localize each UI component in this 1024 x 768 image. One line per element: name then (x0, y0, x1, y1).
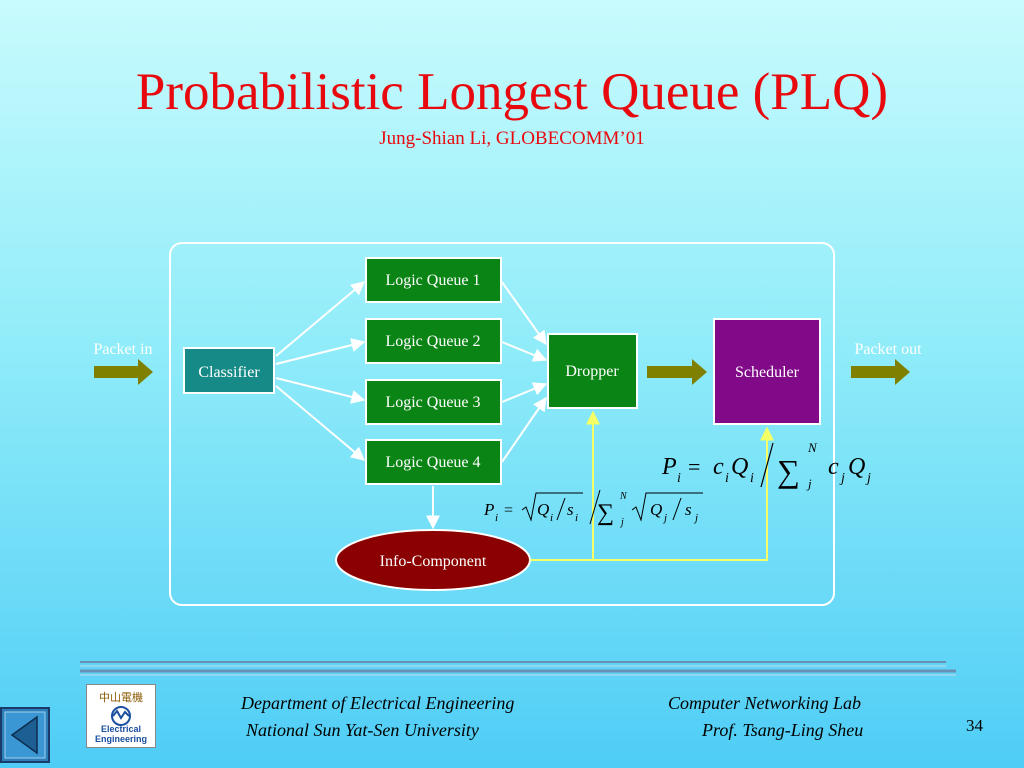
svg-text:j: j (662, 512, 667, 524)
svg-text:i: i (575, 512, 578, 524)
svg-text:=: = (688, 454, 700, 479)
info-component-label: Info-Component (380, 553, 487, 570)
packet-out-arrow (851, 359, 910, 385)
footer-lab: Computer Networking Lab (668, 693, 862, 713)
svg-text:=: = (504, 502, 513, 519)
svg-text:∑: ∑ (597, 500, 614, 526)
scheduler-box (713, 318, 821, 425)
svg-text:s: s (685, 500, 692, 519)
svg-text:i: i (725, 471, 729, 486)
dropper-label: Dropper (565, 363, 619, 380)
left-arrow-icon (10, 715, 38, 755)
svg-text:j: j (839, 471, 845, 486)
svg-text:j: j (693, 512, 698, 524)
svg-text:Q: Q (537, 500, 549, 519)
electrical-engineering-logo: 中山電機 Electrical Engineering (86, 684, 156, 748)
svg-text:Q: Q (650, 500, 662, 519)
previous-slide-button[interactable] (0, 707, 50, 768)
olive-arrows (94, 359, 910, 385)
classifier-label: Classifier (198, 364, 260, 381)
logic-queue-2-box (365, 318, 502, 364)
logic-queue-4-box (365, 439, 502, 485)
feedback-lines (530, 410, 774, 561)
packet-in-label: Packet in (93, 341, 152, 358)
svg-text:Engineering: Engineering (95, 734, 147, 744)
slide-subtitle: Jung-Shian Li, GLOBECOMM’01 (379, 128, 645, 149)
logic-queue-1-box (365, 257, 502, 303)
slide-title: Probabilistic Longest Queue (PLQ) (135, 63, 889, 121)
packet-in-arrow (94, 359, 153, 385)
footer-separator (80, 661, 956, 676)
classifier-box (183, 347, 275, 394)
classifier-to-queue-arrows (275, 281, 366, 461)
svg-text:j: j (619, 517, 624, 528)
svg-text:Electrical: Electrical (101, 724, 141, 734)
svg-text:Q: Q (731, 454, 748, 480)
svg-text:c: c (713, 454, 724, 480)
logic-queue-3-label: Logic Queue 3 (385, 394, 480, 411)
logic-queue-3-box (365, 379, 502, 425)
svg-text:s: s (567, 500, 574, 519)
page-number: 34 (966, 716, 983, 735)
svg-text:P: P (661, 454, 677, 480)
svg-text:i: i (677, 471, 681, 486)
svg-text:c: c (828, 454, 839, 480)
dropper-formula: P i = Q i s i ∑ N j Q j s j (483, 489, 703, 528)
svg-text:P: P (483, 500, 494, 519)
logic-queue-2-label: Logic Queue 2 (385, 333, 480, 350)
svg-text:N: N (619, 491, 628, 502)
svg-text:∑: ∑ (777, 453, 800, 489)
dropper-to-scheduler-arrow (647, 359, 707, 385)
svg-text:中山電機: 中山電機 (99, 690, 143, 704)
footer-department: Department of Electrical Engineering (241, 693, 515, 713)
logic-queue-4-label: Logic Queue 4 (385, 454, 480, 471)
logic-queues: Logic Queue 1 Logic Queue 2 Logic Queue … (365, 257, 502, 485)
svg-text:j: j (806, 476, 812, 491)
queue-to-dropper-arrows (501, 281, 548, 463)
diagram-frame (169, 242, 835, 606)
packet-out-label: Packet out (854, 341, 922, 358)
scheduler-label: Scheduler (735, 364, 800, 381)
scheduler-formula: P i = c i Q i ∑ N j c j Q j (661, 440, 871, 491)
logic-queue-1-label: Logic Queue 1 (385, 272, 480, 289)
footer-university: National Sun Yat-Sen University (246, 720, 479, 740)
svg-text:j: j (865, 471, 871, 486)
svg-text:N: N (807, 440, 818, 455)
svg-text:Q: Q (848, 454, 865, 480)
svg-text:i: i (550, 512, 553, 524)
svg-text:i: i (495, 512, 498, 524)
footer-professor: Prof. Tsang-Ling Sheu (702, 720, 864, 740)
dropper-box (547, 333, 638, 409)
svg-text:i: i (750, 471, 754, 486)
